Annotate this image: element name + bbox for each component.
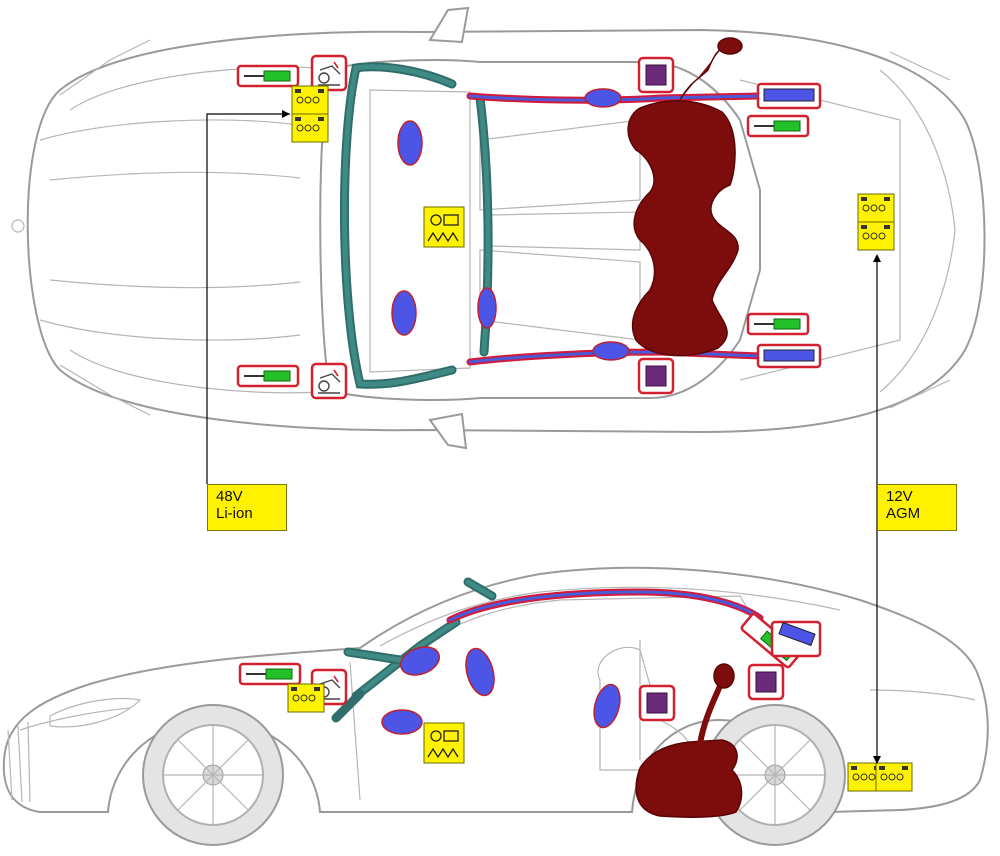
gas-strut-icon xyxy=(746,114,810,138)
airbag-icon xyxy=(593,683,621,729)
battery-icon xyxy=(857,193,895,223)
battery-icon xyxy=(291,113,329,143)
gas-struts-top xyxy=(236,64,822,388)
control-unit-icon xyxy=(637,56,675,94)
car-side-view xyxy=(2,566,989,846)
airbag-icon xyxy=(391,290,417,336)
high-voltage-cable-side xyxy=(446,588,764,624)
fuel-tank-icon xyxy=(627,37,743,357)
callout-leader-48v xyxy=(206,110,290,484)
airbag-icon xyxy=(477,287,497,329)
battery-12v-callout: 12V AGM xyxy=(877,484,957,531)
battery-48v-type: Li-ion xyxy=(216,505,253,522)
fuel-tank-side-icon xyxy=(635,663,743,818)
battery-48v-callout: 48V Li-ion xyxy=(207,484,287,531)
battery-icon xyxy=(291,85,329,115)
gas-strut-icon xyxy=(756,82,822,110)
control-unit-icon xyxy=(747,663,785,701)
airbag-icon xyxy=(381,709,423,735)
pyro-seatbelt-icon xyxy=(310,362,348,400)
airbag-icon xyxy=(592,341,630,361)
gas-strut-icon xyxy=(770,620,822,658)
pyro-seatbelt-icon xyxy=(310,54,348,92)
battery-12v-voltage: 12V xyxy=(886,488,913,505)
gas-generator-icon xyxy=(423,722,465,764)
battery-icon xyxy=(287,683,325,713)
control-unit-icon xyxy=(637,357,675,395)
gas-strut-icon xyxy=(236,64,300,88)
airbag-icon xyxy=(397,120,423,166)
airbags-top xyxy=(391,88,630,361)
high-voltage-cable-top xyxy=(466,92,764,366)
gas-generator-icon xyxy=(423,206,465,248)
car-top-view xyxy=(11,6,986,450)
airbag-icon xyxy=(399,646,441,676)
battery-icon xyxy=(857,221,895,251)
airbag-icon xyxy=(465,647,495,697)
battery-48v-voltage: 48V xyxy=(216,488,243,505)
gas-strut-icon xyxy=(746,312,810,336)
control-unit-icon xyxy=(638,684,676,722)
gas-strut-icon xyxy=(756,343,822,369)
airbag-icon xyxy=(584,88,622,108)
airbags-side xyxy=(381,646,621,735)
battery-12v-type: AGM xyxy=(886,505,921,522)
gas-strut-icon xyxy=(238,662,302,686)
battery-icon xyxy=(875,762,913,792)
gas-strut-icon xyxy=(236,364,300,388)
